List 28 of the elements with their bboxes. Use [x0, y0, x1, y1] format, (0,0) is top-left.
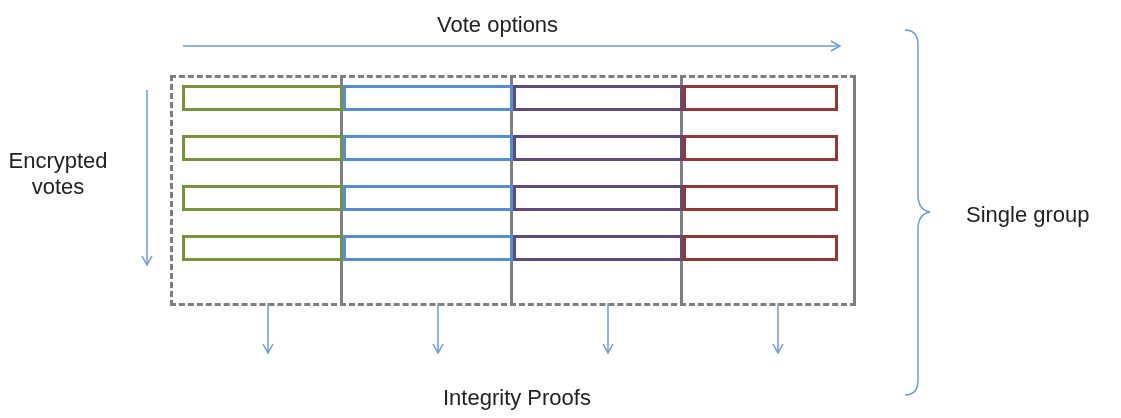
group-label: Single group — [966, 202, 1090, 227]
vote-bar — [513, 135, 683, 161]
arrow — [262, 302, 274, 354]
vote-bar — [683, 185, 838, 211]
column-box — [343, 78, 513, 303]
vote-bar — [683, 235, 838, 261]
vote-bar — [343, 235, 513, 261]
vote-bar — [182, 235, 343, 261]
vote-bar — [343, 85, 513, 111]
vote-bar — [683, 85, 838, 111]
column-box — [683, 78, 856, 303]
vote-bar — [182, 185, 343, 211]
vote-bar — [513, 85, 683, 111]
column-box — [513, 78, 683, 303]
arrow — [602, 302, 614, 354]
caption-label: Integrity Proofs — [443, 385, 591, 410]
vote-bar — [513, 235, 683, 261]
arrow — [432, 302, 444, 354]
axis-label: Encrypted votes — [8, 148, 108, 199]
vote-bar — [343, 185, 513, 211]
vote-bar — [683, 135, 838, 161]
vote-bar — [513, 185, 683, 211]
vote-bar — [343, 135, 513, 161]
dashed-group-box — [170, 75, 856, 306]
arrow — [772, 302, 784, 354]
axis-label: Vote options — [437, 12, 559, 37]
vote-bar — [182, 135, 343, 161]
vote-bar — [182, 85, 343, 111]
